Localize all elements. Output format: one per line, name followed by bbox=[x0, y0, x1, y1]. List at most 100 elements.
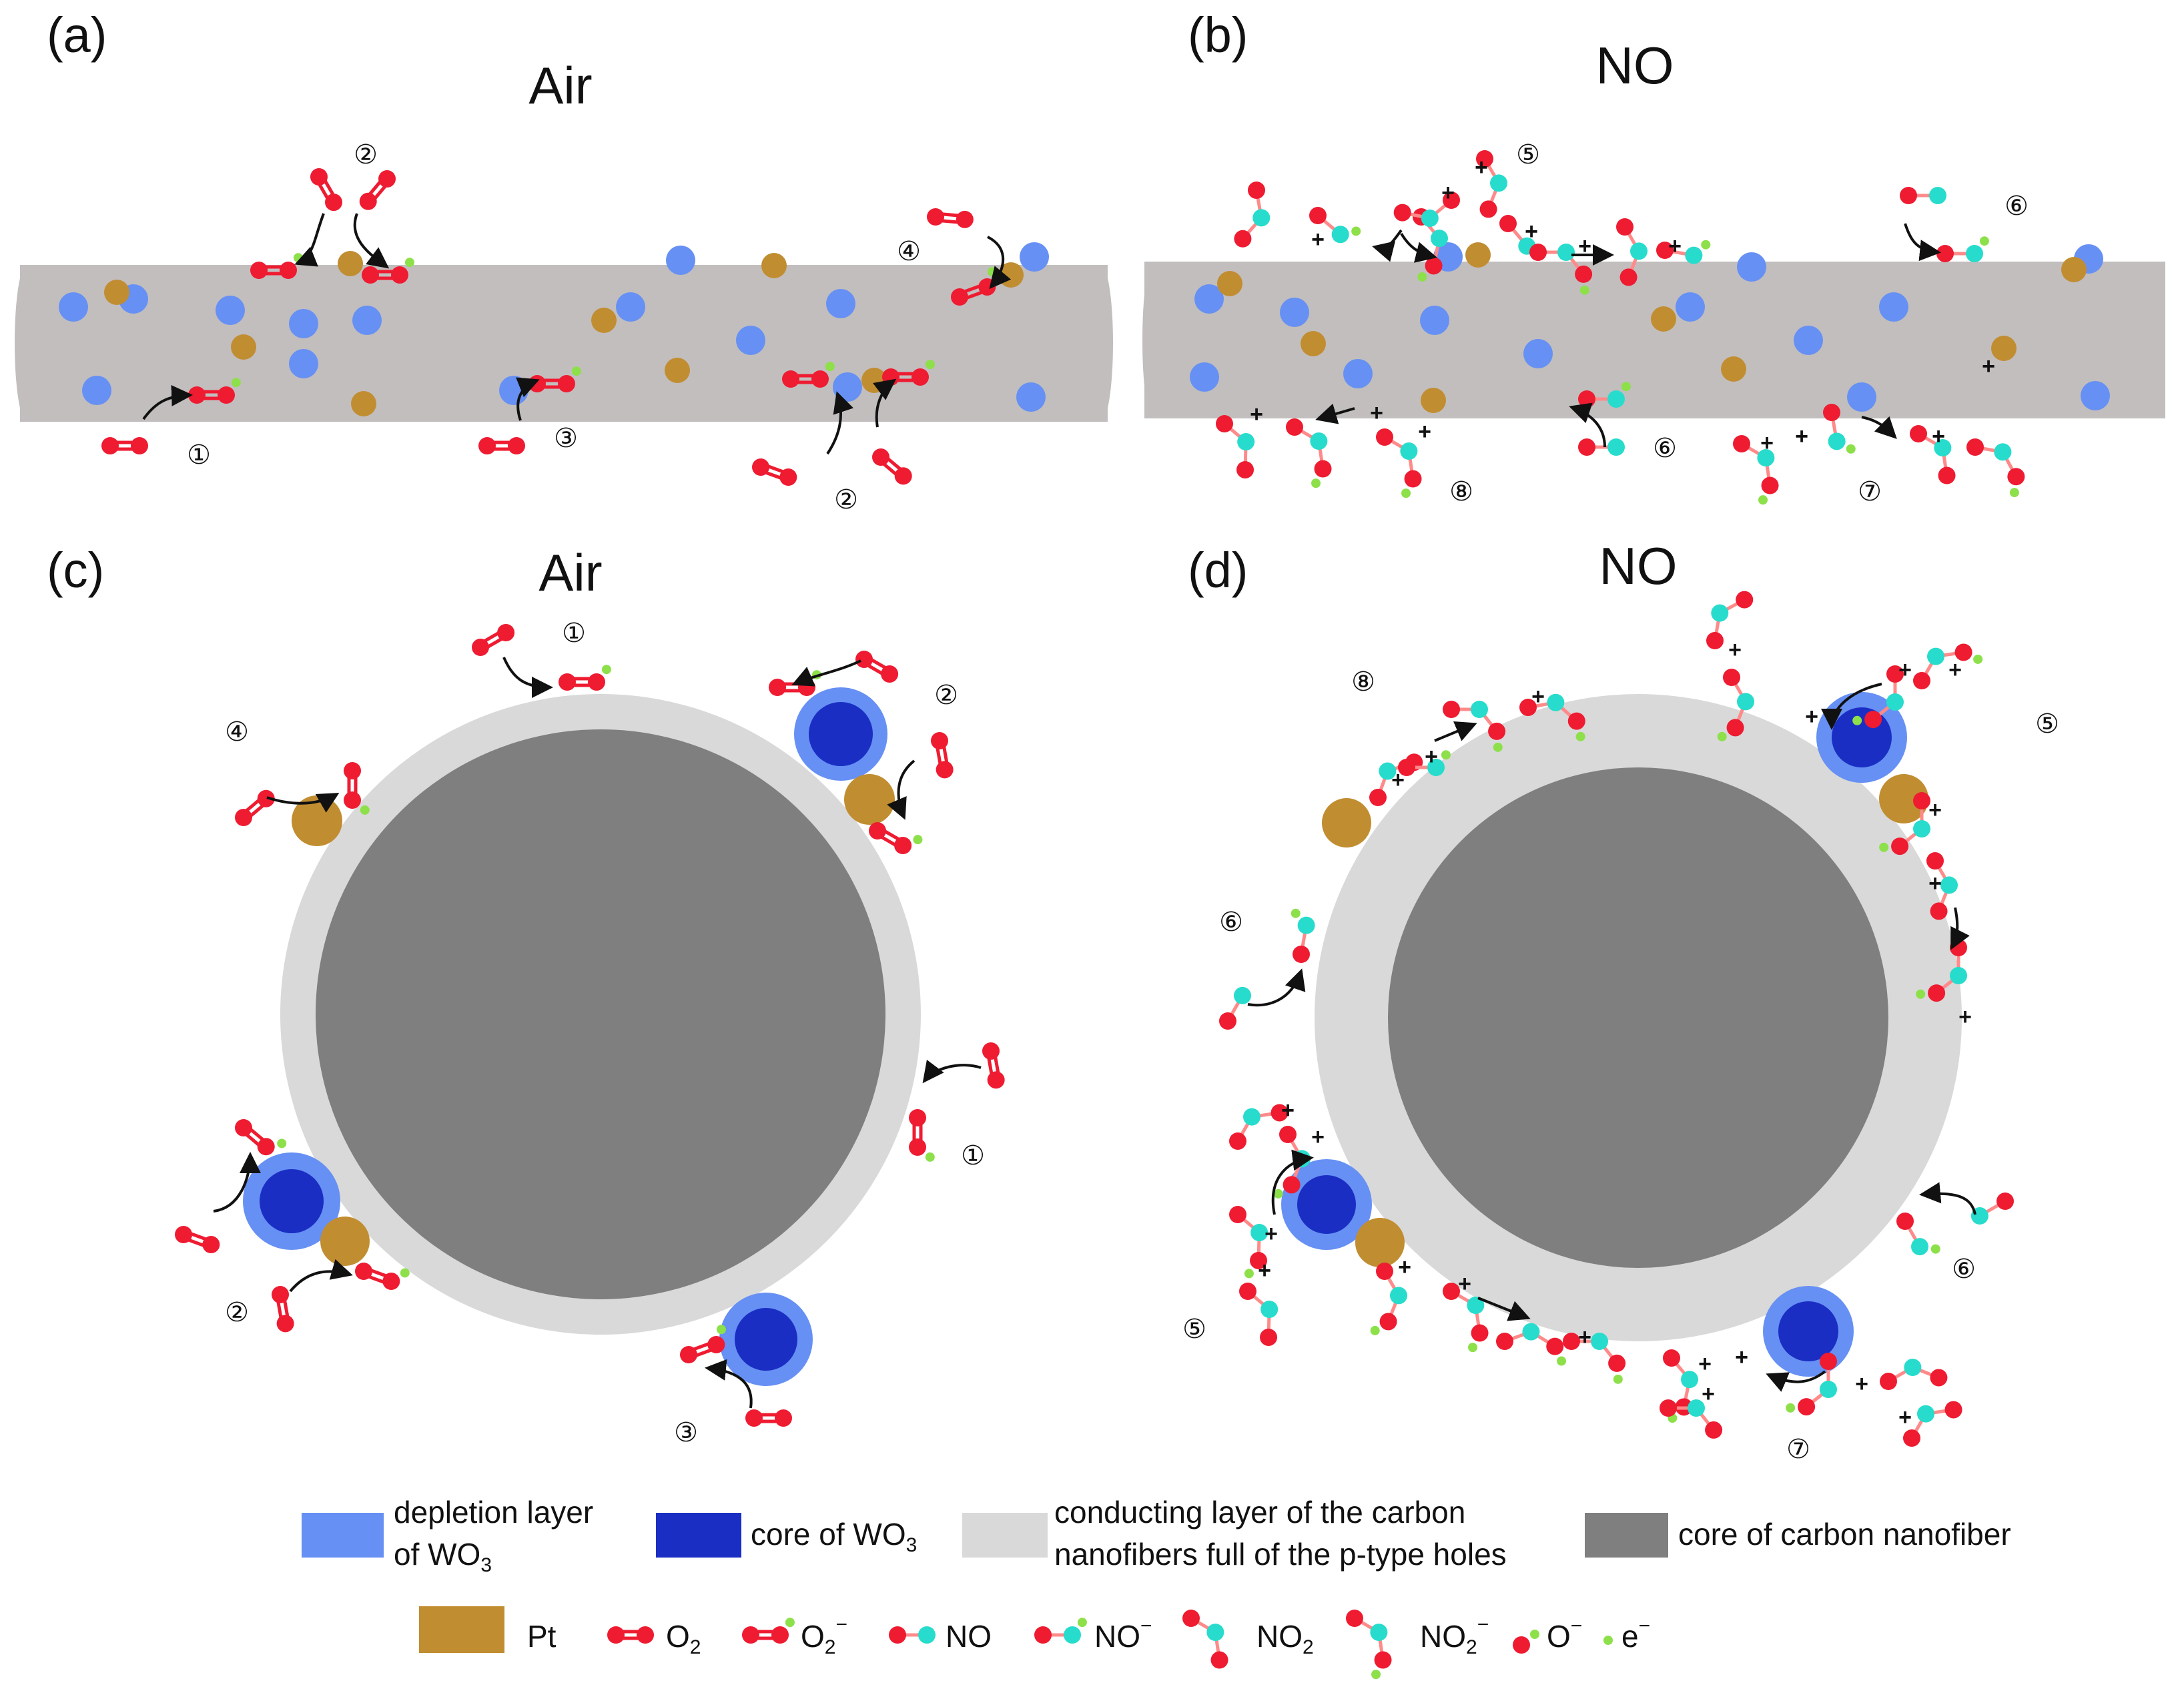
no2-molecule bbox=[1216, 415, 1255, 478]
wo3-particle bbox=[1794, 326, 1823, 355]
step-marker-8: ⑧ bbox=[1449, 477, 1473, 507]
svg-text:O2: O2 bbox=[666, 1619, 701, 1658]
plus-sign: + bbox=[1418, 419, 1431, 444]
no2-minus-molecule bbox=[1346, 1610, 1392, 1680]
o2-molecule bbox=[752, 458, 797, 486]
step-marker-7: ⑦ bbox=[1786, 1435, 1810, 1464]
no2-minus-molecule bbox=[1376, 428, 1422, 498]
pt-particle bbox=[591, 308, 617, 333]
wo3-particle bbox=[289, 309, 318, 338]
fiber-a bbox=[15, 265, 1113, 422]
plus-sign: + bbox=[1735, 1345, 1748, 1370]
o2-minus-molecule bbox=[782, 362, 835, 388]
wo3-particle bbox=[736, 326, 765, 355]
o2-molecule bbox=[872, 448, 912, 485]
no2-molecule bbox=[1229, 1104, 1289, 1150]
step-marker-4: ④ bbox=[897, 237, 921, 266]
no2-molecule bbox=[1239, 1283, 1279, 1346]
legend-label-no2: NO bbox=[1256, 1619, 1303, 1654]
svg-text:O−: O− bbox=[1547, 1615, 1582, 1654]
svg-text:NO2: NO2 bbox=[1256, 1619, 1314, 1658]
step-marker-5: ⑤ bbox=[1182, 1315, 1206, 1344]
o2-minus-molecule bbox=[355, 1263, 410, 1291]
wo3-particle bbox=[1737, 252, 1766, 282]
step-marker-2: ② bbox=[225, 1298, 249, 1327]
pt-particle bbox=[1465, 242, 1491, 268]
no-minus-molecule bbox=[1034, 1618, 1087, 1644]
wo3-core bbox=[260, 1169, 324, 1233]
o2-minus-molecule bbox=[528, 366, 581, 392]
plus-sign: + bbox=[1370, 400, 1383, 426]
o2-minus-molecule bbox=[344, 762, 370, 815]
pt-particle bbox=[104, 280, 129, 305]
o2-molecule bbox=[855, 651, 899, 683]
legend-molecule-icons bbox=[607, 1610, 1613, 1680]
panel-a-arrows bbox=[142, 213, 1012, 455]
o-minus-ion bbox=[1513, 1630, 1539, 1654]
wo3-particle bbox=[352, 306, 382, 335]
plus-sign: + bbox=[1668, 234, 1682, 259]
no2-minus-molecule bbox=[1879, 792, 1930, 856]
pt-particle bbox=[844, 774, 895, 825]
plus-sign: + bbox=[1898, 1405, 1912, 1430]
no-minus-molecule bbox=[1398, 750, 1451, 776]
panel-a: (a) Air ① ② ③ ④ ② bbox=[15, 7, 1113, 515]
o2-molecule bbox=[472, 624, 515, 656]
no2-minus-molecule bbox=[1717, 669, 1754, 741]
plus-sign: + bbox=[1391, 767, 1405, 793]
pt-particle bbox=[1355, 1218, 1405, 1267]
legend-label-conducting-2: nanofibers full of the p-type holes bbox=[1054, 1537, 1507, 1572]
no2-minus-molecule bbox=[1443, 701, 1506, 752]
svg-text:NO2−: NO2− bbox=[1420, 1614, 1489, 1658]
plus-sign: + bbox=[1805, 704, 1818, 729]
plus-sign: + bbox=[1264, 1221, 1278, 1247]
legend-swatch-conducting bbox=[962, 1513, 1048, 1558]
wo3-particle bbox=[1523, 339, 1553, 368]
panel-c: (c) Air ① ② ④ ① ② ③ bbox=[47, 543, 1005, 1447]
panel-b-title: NO bbox=[1596, 36, 1674, 95]
panel-d-particles bbox=[1281, 692, 1928, 1377]
o2-minus-molecule bbox=[250, 253, 303, 279]
wo3-particle bbox=[59, 292, 88, 322]
step-marker-2: ② bbox=[354, 140, 378, 170]
cnf-core-d bbox=[1388, 767, 1888, 1268]
legend-label-conducting-1: conducting layer of the carbon bbox=[1054, 1495, 1465, 1530]
o2-molecule bbox=[359, 170, 396, 210]
pt-particle bbox=[761, 253, 787, 278]
o2-molecule bbox=[101, 437, 148, 454]
step-marker-2: ② bbox=[934, 681, 958, 710]
pt-particle bbox=[2061, 257, 2087, 282]
plus-sign: + bbox=[1425, 744, 1438, 769]
no-molecule bbox=[1970, 1193, 2014, 1225]
no2-molecule bbox=[1182, 1610, 1228, 1669]
o2-molecule bbox=[607, 1626, 654, 1644]
o2-molecule bbox=[478, 437, 525, 454]
step-marker-1: ① bbox=[562, 619, 586, 648]
wo3-particle bbox=[1280, 298, 1309, 327]
step-marker-5: ⑤ bbox=[2035, 709, 2059, 739]
wo3-particle bbox=[1879, 292, 1908, 322]
panel-d-arrows bbox=[1247, 683, 1976, 1392]
step-marker-6: ⑥ bbox=[1219, 908, 1243, 937]
o2-molecule bbox=[272, 1286, 294, 1333]
plus-sign: + bbox=[1311, 227, 1325, 252]
legend-label-o2-minus: O bbox=[801, 1619, 825, 1654]
panel-d-label: (d) bbox=[1188, 543, 1248, 598]
legend-swatch-depletion bbox=[302, 1513, 384, 1558]
legend-label-depletion-2: of WO bbox=[394, 1537, 480, 1572]
pt-particle bbox=[1651, 306, 1676, 332]
no2-minus-molecule bbox=[1496, 1323, 1567, 1366]
plus-sign: + bbox=[1441, 180, 1455, 206]
wo3-particle bbox=[289, 349, 318, 378]
no-molecule bbox=[1499, 215, 1536, 255]
plus-sign: + bbox=[1578, 1325, 1591, 1350]
o2-minus-molecule bbox=[235, 1119, 287, 1156]
legend-label-o2: O bbox=[666, 1619, 690, 1654]
legend-swatch-cnf-core bbox=[1585, 1513, 1668, 1558]
pt-particle bbox=[665, 358, 690, 383]
wo3-core bbox=[1778, 1301, 1838, 1361]
step-marker-1: ① bbox=[961, 1141, 985, 1170]
o2-molecule bbox=[175, 1226, 220, 1254]
no2-molecule bbox=[1706, 591, 1754, 649]
wo3-particle bbox=[1847, 382, 1876, 412]
